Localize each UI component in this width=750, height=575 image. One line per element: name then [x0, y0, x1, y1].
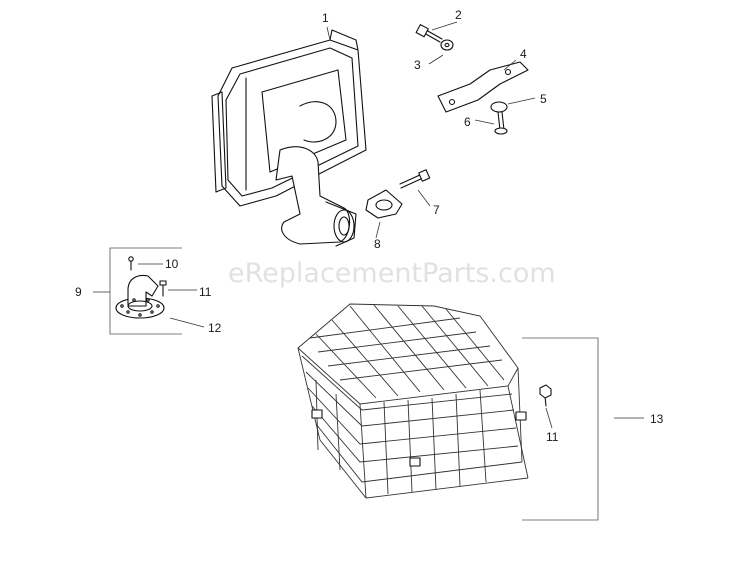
muffler-part-1 — [211, 29, 367, 247]
callout-11-cage: 11 — [546, 430, 559, 444]
fastener-part-10 — [128, 256, 134, 271]
callout-9: 9 — [75, 285, 82, 299]
callout-1: 1 — [322, 11, 329, 25]
callout-3: 3 — [414, 58, 421, 72]
cage-bracket-13 — [522, 337, 599, 521]
callout-6: 6 — [464, 115, 471, 129]
screw-part-11-kit — [159, 280, 167, 297]
gasket-part-8 — [365, 189, 403, 219]
callout-11-kit: 11 — [199, 285, 212, 299]
kit-bracket-9 — [109, 247, 182, 335]
callout-5: 5 — [540, 92, 547, 106]
leader-lines — [93, 21, 644, 429]
bolt-part-6 — [494, 111, 508, 135]
callout-labels: 1 2 3 4 5 6 7 8 9 10 11 12 13 11 — [75, 8, 664, 444]
bolt-part-7 — [399, 169, 431, 189]
elbow-part-12 — [115, 274, 165, 319]
callout-13: 13 — [650, 412, 664, 426]
washer-part-3 — [440, 39, 454, 51]
bolt-part-2 — [415, 24, 443, 43]
watermark-text: eReplacementParts.com — [228, 258, 556, 289]
cage-part-13 — [297, 303, 529, 499]
callout-4: 4 — [520, 47, 527, 61]
callout-2: 2 — [455, 8, 462, 22]
bracket-part-4 — [437, 61, 529, 113]
callout-10: 10 — [165, 257, 179, 271]
callout-8: 8 — [374, 237, 381, 251]
callout-12: 12 — [208, 321, 222, 335]
nut-part-5 — [490, 101, 508, 113]
screw-part-11-cage — [539, 384, 552, 407]
callout-7: 7 — [433, 203, 440, 217]
